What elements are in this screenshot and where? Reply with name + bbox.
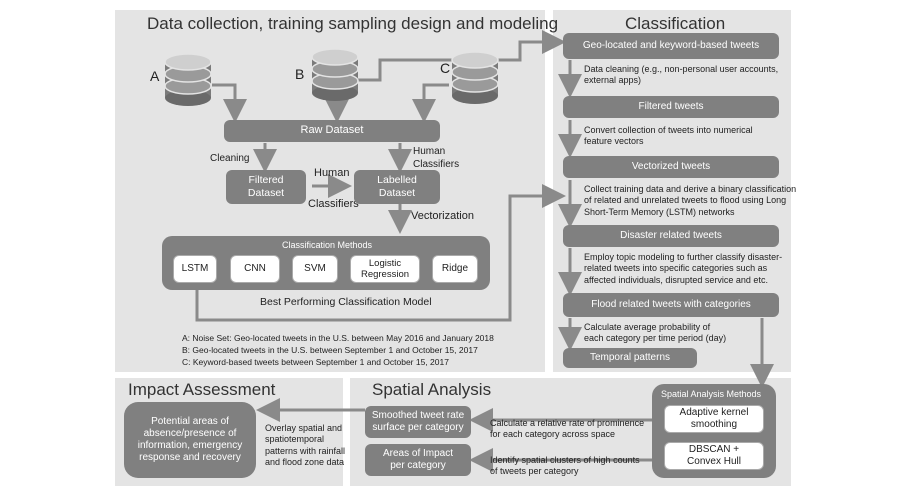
source-label-a: A	[150, 68, 160, 84]
rate-note: Calculate a relative rate of prominence …	[490, 418, 645, 440]
adaptive-kernel-box: Adaptive kernel smoothing	[664, 405, 764, 433]
flood-related-tweets-box: Flood related tweets with categories	[563, 293, 779, 317]
dbscan-convex-hull-box: DBSCAN + Convex Hull	[664, 442, 764, 470]
step-topic-modeling: Employ topic modeling to further classif…	[584, 252, 783, 285]
method-logistic-regression-box: Logistic Regression	[350, 255, 420, 283]
best-model-label: Best Performing Classification Model	[260, 296, 432, 308]
vectorization-label: Vectorization	[411, 210, 474, 222]
cleaning-label: Cleaning	[210, 153, 250, 164]
spatial-analysis-title: Spatial Analysis	[372, 380, 492, 399]
source-label-b: B	[295, 66, 305, 82]
step-average-probability: Calculate average probability of each ca…	[584, 322, 727, 344]
source-label-c: C	[440, 60, 451, 76]
method-svm-box: SVM	[292, 255, 338, 283]
raw-dataset-box: Raw Dataset	[224, 120, 440, 142]
step-convert: Convert collection of tweets into numeri…	[584, 125, 753, 147]
classifiers-label: Classifiers	[308, 198, 359, 210]
vectorized-tweets-box: Vectorized tweets	[563, 156, 779, 178]
clusters-note: Identify spatial clusters of high counts…	[490, 455, 640, 477]
classification-methods-title: Classification Methods	[282, 240, 373, 250]
impact-assessment-title: Impact Assessment	[128, 380, 276, 399]
potential-areas-box: Potential areas of absence/presence of i…	[124, 402, 256, 478]
classification-title: Classification	[625, 14, 726, 33]
smoothed-tweet-rate-box: Smoothed tweet rate surface per category	[365, 406, 471, 438]
step-lstm: Collect training data and derive a binar…	[584, 184, 797, 217]
filtered-dataset-box: Filtered Dataset	[226, 170, 306, 204]
method-lstm-box: LSTM	[173, 255, 217, 283]
temporal-patterns-box: Temporal patterns	[563, 348, 697, 368]
filtered-tweets-box: Filtered tweets	[563, 96, 779, 118]
step-data-cleaning: Data cleaning (e.g., non-personal user a…	[584, 64, 779, 86]
overlay-note: Overlay spatial and spatiotemporal patte…	[265, 423, 346, 467]
human-label: Human	[314, 167, 350, 179]
geo-keyword-tweets-box: Geo-located and keyword-based tweets	[563, 33, 779, 59]
method-cnn-box: CNN	[230, 255, 280, 283]
data-collection-title: Data collection, training sampling desig…	[147, 14, 559, 33]
labelled-dataset-box: Labelled Dataset	[354, 170, 440, 204]
note-c: C: Keyword-based tweets between Septembe…	[182, 357, 449, 367]
disaster-related-tweets-box: Disaster related tweets	[563, 225, 779, 247]
method-ridge-box: Ridge	[432, 255, 478, 283]
spatial-methods-title: Spatial Analysis Methods	[661, 389, 762, 399]
areas-of-impact-box: Areas of Impact per category	[365, 444, 471, 476]
note-a: A: Noise Set: Geo-located tweets in the …	[182, 333, 494, 343]
note-b: B: Geo-located tweets in the U.S. betwee…	[182, 345, 478, 355]
human-classifiers-label: Human Classifiers	[413, 146, 460, 170]
data-collection-panel	[115, 10, 545, 372]
